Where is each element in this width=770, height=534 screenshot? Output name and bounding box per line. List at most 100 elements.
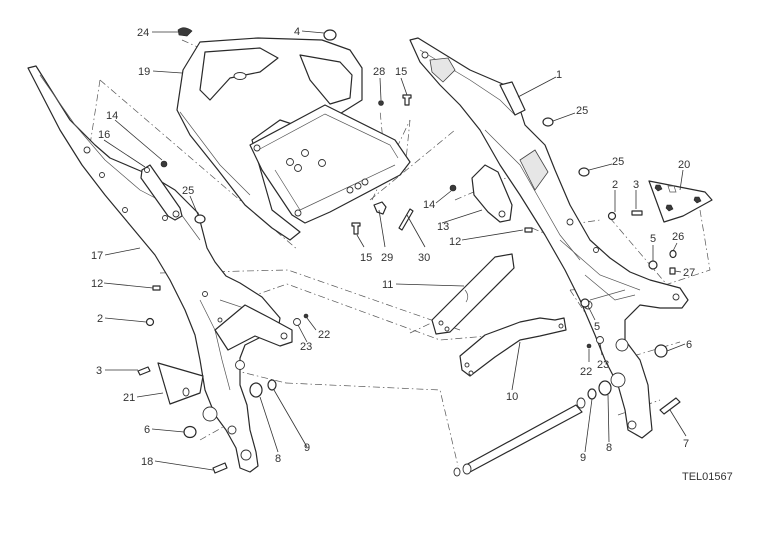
mount-hole	[202, 291, 208, 297]
callout-5: 5	[650, 233, 656, 245]
mount-hole	[280, 332, 288, 340]
leader-line	[104, 317, 147, 323]
callout-12: 12	[449, 236, 461, 248]
screw-12	[152, 285, 161, 291]
callout-16: 16	[98, 129, 110, 141]
callout-11: 11	[382, 279, 393, 291]
plate-20-body	[648, 180, 713, 223]
cross-member-10-body	[459, 317, 567, 377]
leader-line	[114, 119, 163, 161]
mount-hole	[468, 370, 474, 376]
leader-line	[395, 283, 465, 287]
assembly-line	[404, 119, 411, 171]
cap-4	[323, 29, 337, 41]
left-subframe-outline	[27, 65, 281, 473]
callout-8: 8	[606, 442, 612, 454]
bracket-13-body	[471, 164, 513, 223]
bolt-2	[145, 317, 155, 327]
cap-24	[177, 27, 193, 37]
mount-hole	[421, 51, 429, 59]
drain-hole	[354, 182, 362, 190]
drain-hole	[318, 159, 326, 167]
pivot-hole	[610, 372, 626, 388]
link-bracket-body	[140, 164, 183, 221]
callout-3: 3	[96, 365, 102, 377]
mount-hole	[83, 146, 91, 154]
callout-14: 14	[423, 199, 435, 211]
leader-line	[154, 460, 214, 471]
pivot-hole	[627, 420, 637, 430]
leader-line	[672, 242, 678, 252]
mount-hole	[672, 293, 680, 301]
heel-guard-21	[157, 362, 204, 405]
bushing-6	[654, 344, 668, 358]
callout-25: 25	[182, 185, 194, 197]
grommet-5	[648, 260, 658, 270]
callouts: 24 4 19 28 15 1 14 16 25 25 25 20 2 3 14…	[91, 26, 695, 468]
callout-20: 20	[678, 159, 690, 171]
mount-hole	[558, 323, 564, 329]
drain-hole	[294, 164, 302, 172]
callout-19: 19	[138, 66, 150, 78]
cap-seat	[233, 72, 247, 80]
leader-line	[674, 270, 682, 273]
plate-20	[648, 180, 713, 223]
callout-23: 23	[300, 341, 312, 353]
frame-cutout	[519, 149, 549, 191]
callout-23: 23	[597, 359, 609, 371]
callout-22: 22	[318, 329, 330, 341]
leader-line	[306, 317, 317, 331]
callout-2: 2	[97, 313, 103, 325]
shaft-end-nut	[576, 397, 586, 409]
mount-hole	[566, 218, 574, 226]
leader-line	[599, 342, 603, 356]
leader-line	[301, 30, 325, 34]
cap-26	[669, 249, 677, 259]
left-subframe	[27, 65, 293, 473]
drain-hole	[346, 186, 354, 194]
leader-line	[103, 282, 154, 289]
underseat-tray	[249, 104, 411, 224]
rear-grab-handle	[176, 37, 363, 241]
callout-13: 13	[437, 221, 449, 233]
callout-1: 1	[556, 69, 562, 81]
right-subframe-outline	[409, 37, 689, 439]
leader-line	[189, 195, 199, 216]
mount-hole	[122, 207, 128, 213]
clip	[665, 204, 674, 212]
callout-17: 17	[91, 250, 103, 262]
callout-10: 10	[506, 391, 518, 403]
leader-line	[103, 139, 146, 168]
callout-4: 4	[294, 26, 300, 38]
mount-hole	[444, 326, 450, 332]
leader-line	[356, 234, 365, 248]
frame-cutout	[429, 57, 456, 83]
callout-5: 5	[594, 321, 600, 333]
grab-handle-outline	[176, 37, 363, 241]
leader-lines	[103, 30, 687, 471]
shaft-body	[463, 404, 583, 473]
shaft-end-nut	[453, 467, 461, 477]
callout-9: 9	[580, 452, 586, 464]
leader-line	[552, 112, 576, 122]
grab-handle-opening	[299, 54, 353, 105]
pivot-hole	[615, 338, 629, 352]
leader-line	[435, 190, 452, 204]
assembly-line	[232, 369, 287, 384]
mount-hole	[162, 215, 168, 221]
callout-9: 9	[304, 442, 310, 454]
screw-15	[351, 222, 361, 235]
footpeg-shaft	[453, 397, 586, 477]
mount-hole	[217, 317, 223, 323]
assembly-line	[285, 382, 459, 467]
assembly-line	[89, 79, 101, 146]
clip-29	[373, 201, 387, 215]
bushing-8	[598, 380, 612, 396]
shaft-end	[462, 463, 472, 475]
callout-7: 7	[683, 438, 689, 450]
cap-25	[578, 167, 590, 177]
leader-line	[400, 77, 408, 96]
screw-14	[160, 160, 168, 168]
drain-hole	[361, 178, 369, 186]
link-bracket	[140, 164, 183, 221]
